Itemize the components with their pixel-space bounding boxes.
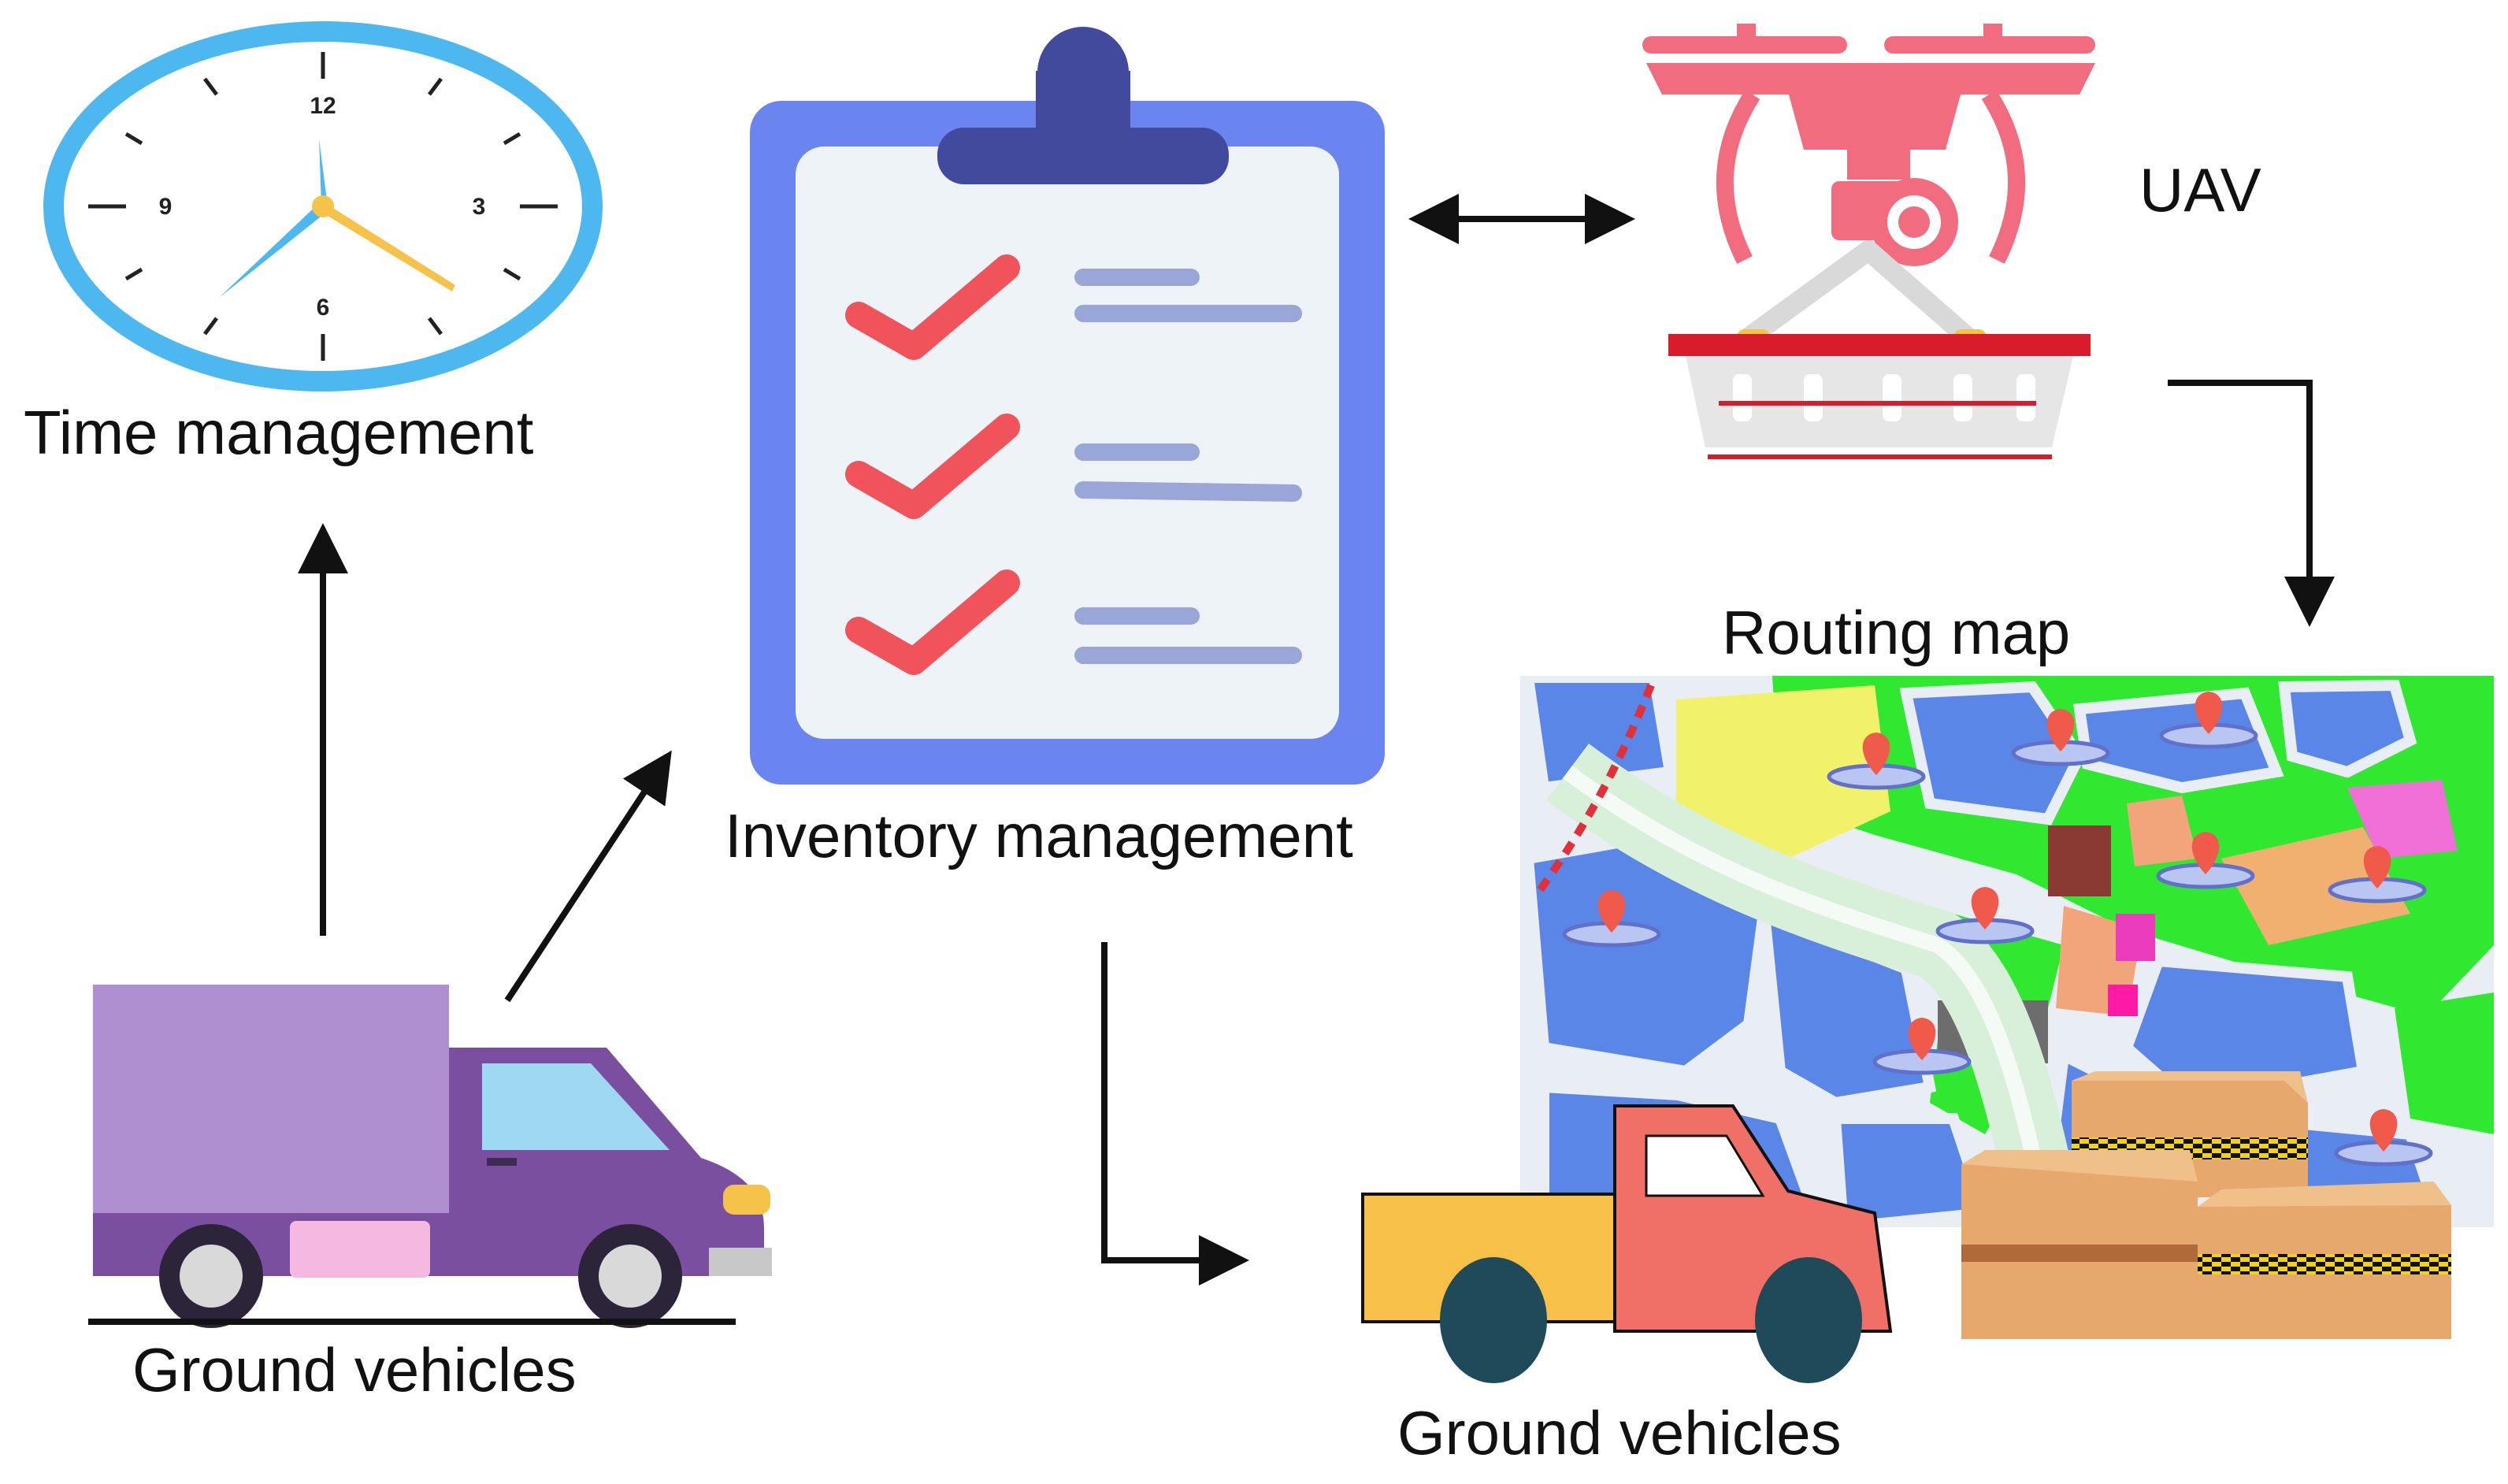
- cardboard-boxes-icon: [1961, 1071, 2451, 1339]
- ground-vehicles-bottom-label: Ground vehicles: [1397, 1398, 1842, 1467]
- clock-minute-hand: [319, 139, 328, 206]
- clock-icon: 12 3 6 9: [43, 21, 603, 391]
- clock-numeral-3: 3: [473, 194, 486, 220]
- clock-hour-hand: [320, 202, 455, 291]
- pickup-truck-icon: [1361, 1104, 1893, 1383]
- clipboard-icon: [750, 27, 1385, 785]
- ground-vehicles-left-label: Ground vehicles: [132, 1335, 577, 1404]
- routing-map-label: Routing map: [1722, 598, 2071, 667]
- clock-numeral-6: 6: [317, 295, 330, 321]
- clock-numeral-9: 9: [159, 194, 173, 220]
- clock-numeral-12: 12: [310, 93, 336, 119]
- clock-second-hand: [219, 201, 328, 298]
- van-icon: [88, 985, 772, 1328]
- arrow-uav-to-map: [2168, 380, 2335, 627]
- inventory-management-label: Inventory management: [725, 801, 1353, 870]
- connector-arrows: [298, 194, 2335, 1286]
- location-pin-icon: [1562, 692, 2433, 1167]
- time-management-label: Time management: [24, 398, 534, 467]
- drone-icon: [1642, 24, 2095, 266]
- arrow-inventory-to-vehicles: [1101, 942, 1249, 1286]
- uav-label: UAV: [2139, 155, 2261, 224]
- checkmark-icon: [845, 254, 1020, 675]
- arrow-vehicles-to-inventory: [504, 750, 672, 1003]
- basket-icon: [1668, 240, 2091, 459]
